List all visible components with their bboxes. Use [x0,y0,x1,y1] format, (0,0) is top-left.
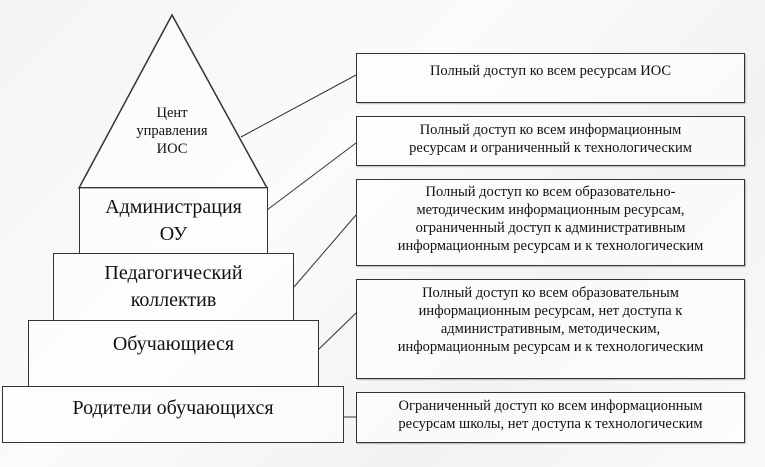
box-line: ограниченный доступ к административным [415,220,686,237]
access-box-students: Полный доступ ко всем образовательным ин… [356,279,745,379]
access-box-center: Полный доступ ко всем ресурсам ИОС [356,53,745,103]
access-box-administration: Полный доступ ко всем информационным рес… [356,116,745,166]
box-line: ресурсам и ограниченный к технологически… [409,140,692,157]
access-box-parents: Ограниченный доступ ко всем информационн… [356,392,745,443]
level-parents: Родители обучающихся [2,386,344,443]
label-line: ИОС [156,141,188,158]
box-line: информационным ресурсам, нет доступа к [418,303,683,320]
connector-line [240,74,357,138]
label-line: Администрация [105,195,242,218]
connector-line [266,142,357,211]
box-line: Полный доступ ко всем образовательным [422,285,679,301]
box-line: информационным ресурсам и к технологичес… [397,339,704,356]
box-line: информационным ресурсам и к технологичес… [397,238,704,255]
box-line: Полный доступ ко всем образовательно- [425,184,676,200]
label-line: коллектив [130,289,217,311]
label-line: Педагогический [104,262,243,284]
label-line: управления [136,123,208,140]
connector-line [293,214,357,288]
box-line: административным, методическим, [440,321,661,338]
access-box-teachers: Полный доступ ко всем образовательно- ме… [356,179,745,266]
label-line: Родители обучающихся [72,397,274,419]
level-teachers: Педагогический коллектив [53,253,294,321]
label-line: Обучающиеся [112,333,235,355]
pyramid-top-label: Цент управления ИОС [130,104,214,158]
box-line: Полный доступ ко всем информационным [419,122,682,138]
box-line: методическим информационным ресурсам, [416,202,685,219]
label-line: ОУ [159,222,188,245]
box-line: Полный доступ ко всем ресурсам ИОС [429,63,672,79]
box-line: ресурсам школы, нет доступа к технологич… [398,416,703,433]
label-line: Цент [156,105,188,121]
pyramid-apex-triangle [77,13,269,189]
box-line: Ограниченный доступ ко всем информационн… [398,398,703,414]
connector-line [317,312,357,351]
level-students: Обучающиеся [28,320,319,387]
